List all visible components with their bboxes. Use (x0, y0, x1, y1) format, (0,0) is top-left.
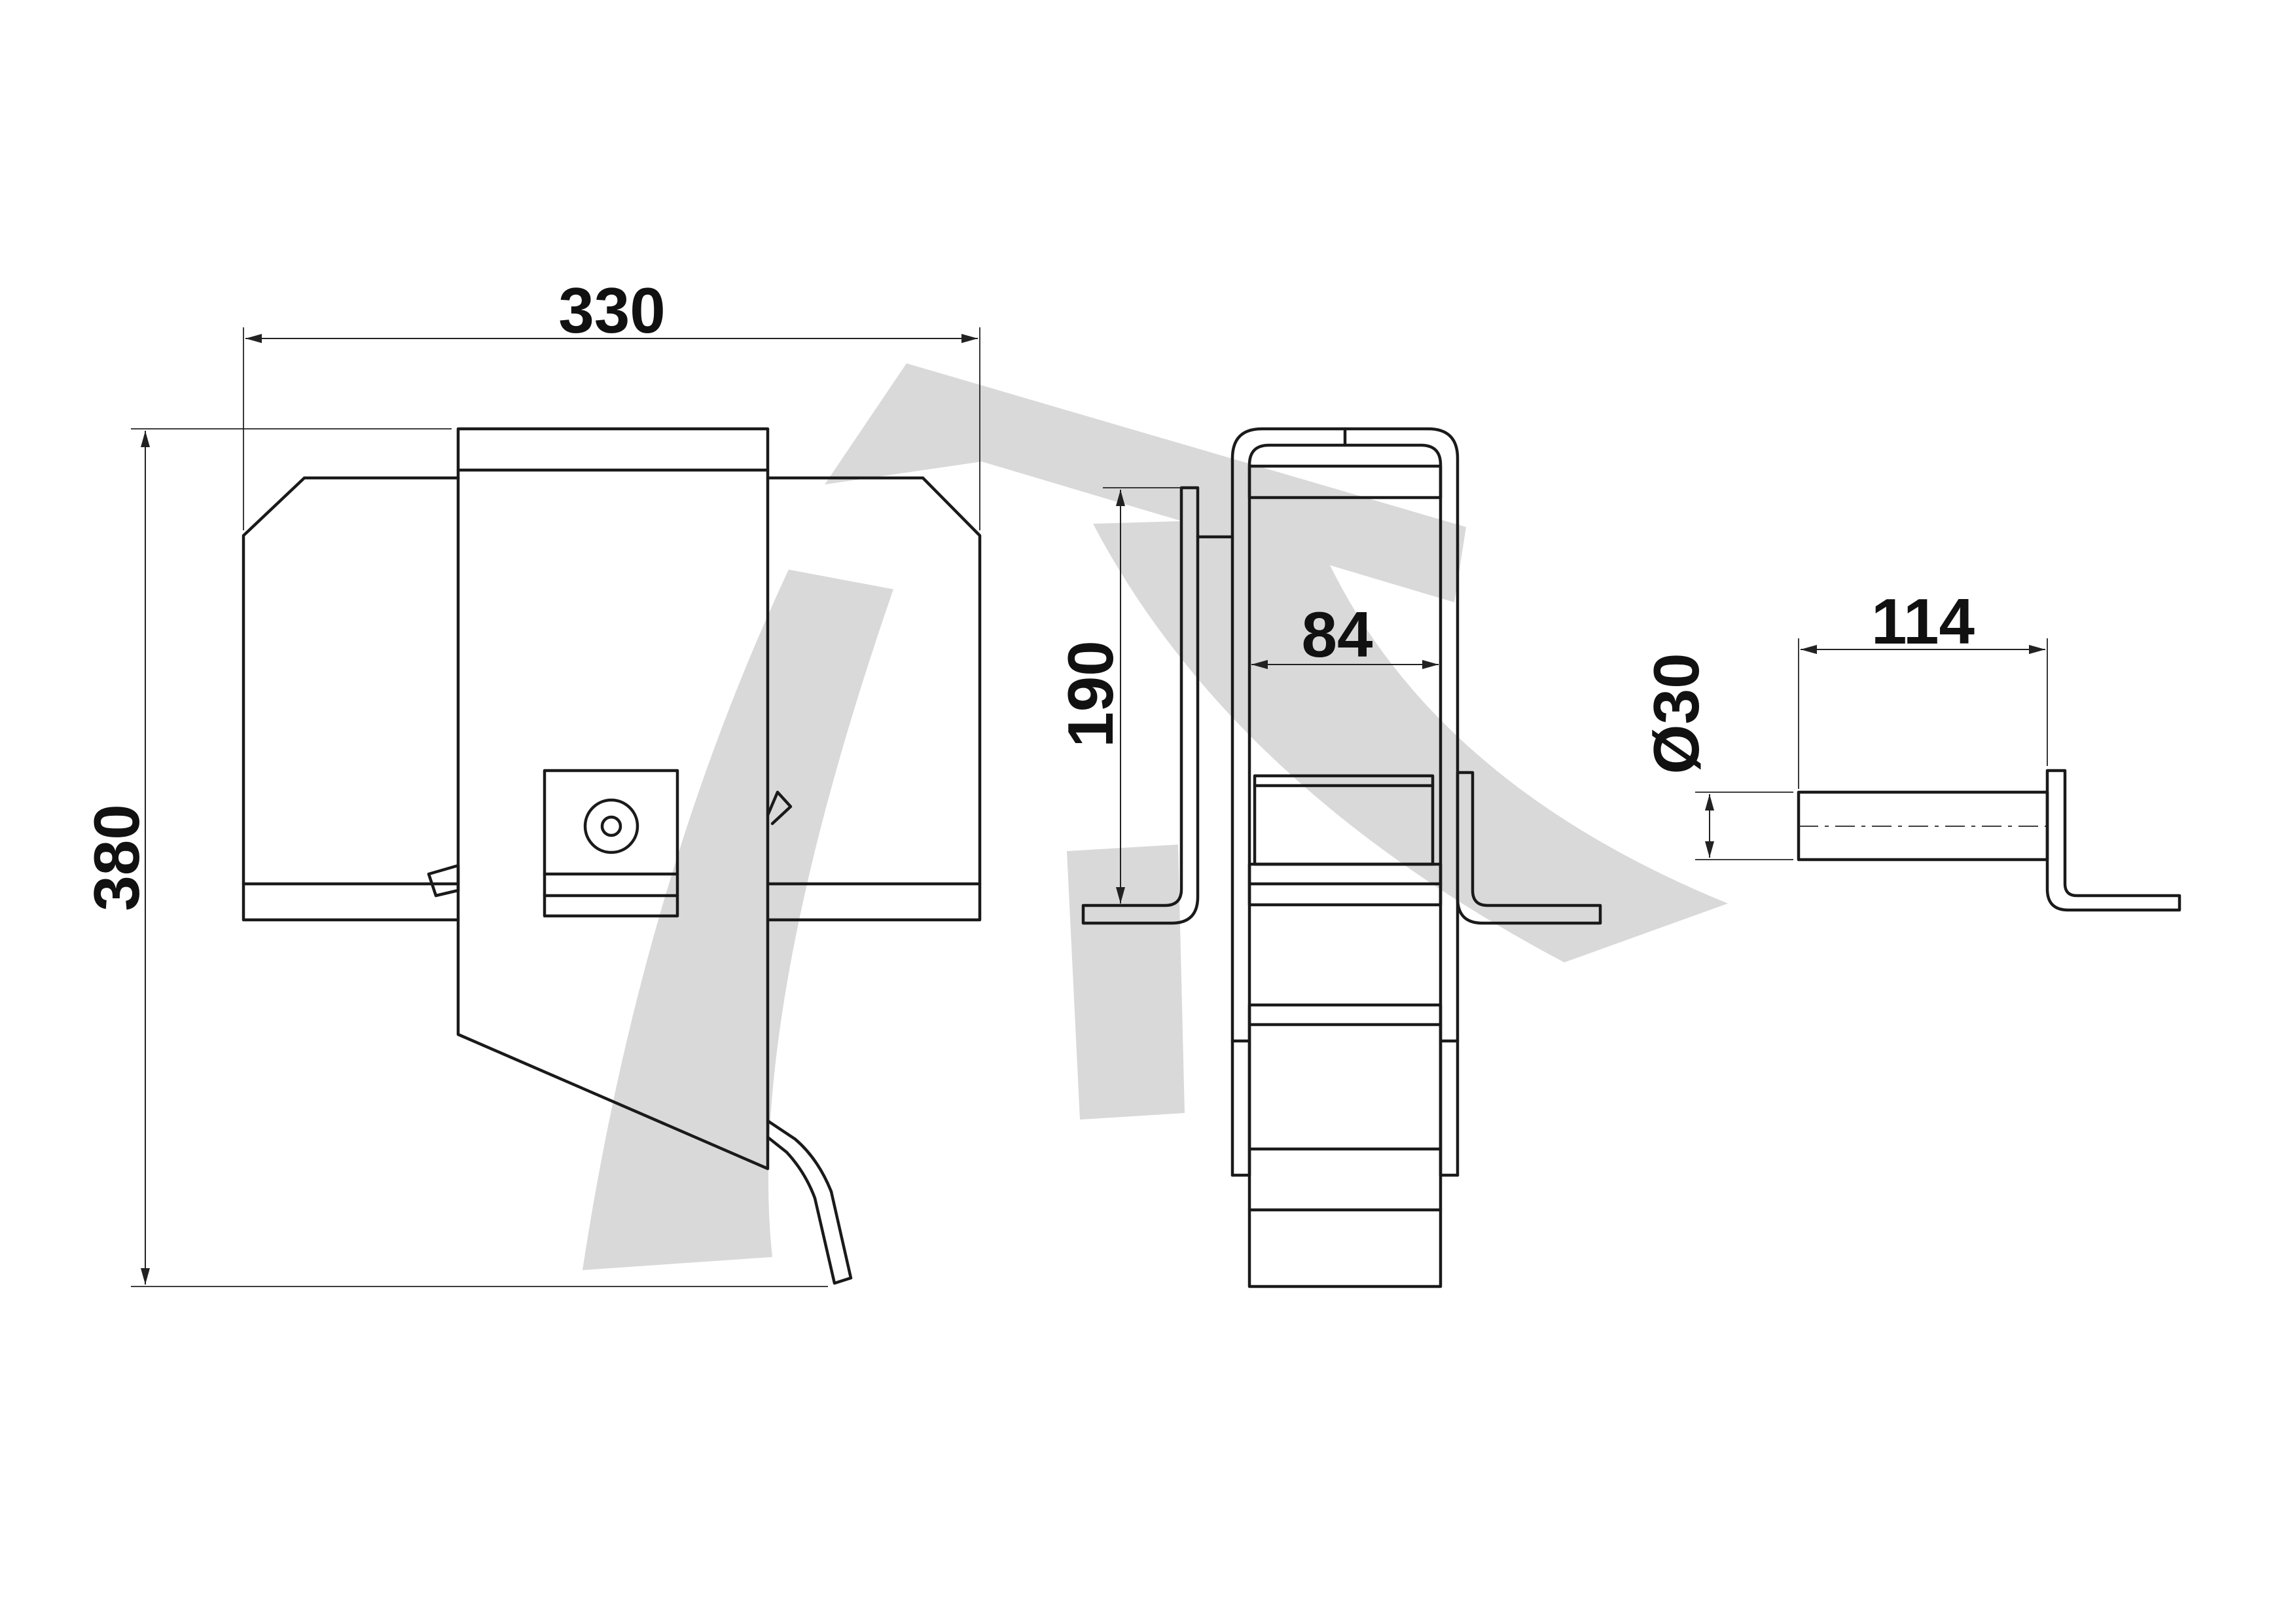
dimension-label-84: 84 (1301, 598, 1372, 670)
lock-box (543, 769, 679, 918)
dimension-label-380: 380 (81, 804, 152, 911)
dimension-diameter-30: Ø30 (1640, 653, 1793, 860)
dimension-label-114: 114 (1871, 585, 1975, 657)
dimension-114: 114 (1798, 585, 2048, 789)
front-view (242, 427, 982, 1285)
dimension-label-190: 190 (1054, 640, 1126, 748)
lock-ring-inner (600, 815, 622, 837)
wing-left (242, 476, 460, 922)
wing-right (766, 476, 982, 922)
dimension-label-330: 330 (558, 274, 666, 346)
dimension-label-diameter-30: Ø30 (1640, 653, 1712, 774)
dimension-84: 84 (1251, 598, 1439, 670)
base-plate (1247, 1003, 1443, 1288)
logo-watermark (583, 363, 1728, 1270)
handle-crank (2045, 769, 2181, 912)
dimension-330: 330 (243, 274, 980, 530)
bracket-left (1081, 486, 1200, 925)
lock-ring-outer (583, 798, 639, 854)
center-plate (456, 427, 770, 1171)
dimension-190: 190 (1054, 487, 1181, 903)
bracket-right (1456, 771, 1602, 925)
crank-arm (766, 1119, 853, 1285)
side-view (1081, 427, 1602, 1288)
dimension-380: 380 (81, 428, 828, 1287)
handle-view (1797, 769, 2181, 912)
